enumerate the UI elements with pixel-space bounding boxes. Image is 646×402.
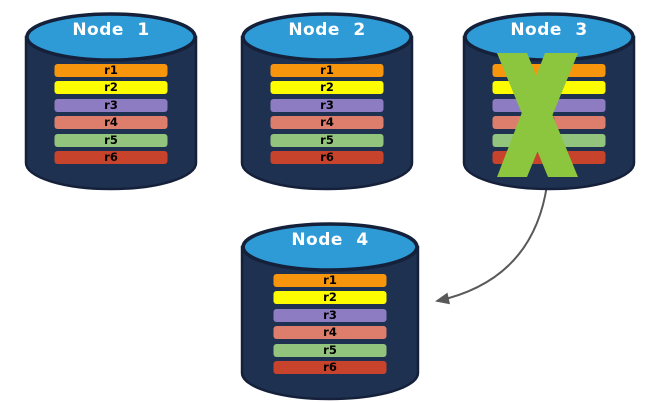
cylinder-top bbox=[241, 222, 419, 272]
replica-row: r1 bbox=[54, 63, 168, 77]
replica-row: r6 bbox=[54, 150, 168, 164]
failure-x-icon bbox=[497, 53, 578, 177]
replica-row: r1 bbox=[270, 63, 384, 77]
x-stroke bbox=[497, 53, 578, 177]
node-1-cylinder: Node 1 r1 r2 r3 r4 r5 r6 bbox=[24, 7, 198, 191]
replica-rows: r1 r2 r3 r4 r5 r6 bbox=[270, 63, 384, 164]
cylinder-top bbox=[241, 12, 413, 62]
replica-row: r5 bbox=[54, 133, 168, 147]
replica-row: r3 bbox=[273, 308, 387, 322]
node-2-cylinder: Node 2 r1 r2 r3 r4 r5 r6 bbox=[240, 7, 414, 191]
cylinder-top bbox=[25, 12, 197, 62]
replica-rows: r1 r2 r3 r4 r5 r6 bbox=[273, 273, 387, 374]
arrow-curve bbox=[435, 184, 548, 305]
replica-row: r5 bbox=[270, 133, 384, 147]
replica-row: r5 bbox=[273, 343, 387, 357]
replica-row: r6 bbox=[273, 360, 387, 374]
replica-row: r1 bbox=[273, 273, 387, 287]
replica-row: r4 bbox=[273, 325, 387, 340]
node-title: Node 4 bbox=[291, 230, 369, 250]
node-4-cylinder: Node 4 r1 r2 r3 r4 r5 r6 bbox=[240, 217, 420, 401]
node-title: Node 1 bbox=[72, 20, 150, 40]
node-title: Node 3 bbox=[510, 20, 588, 40]
replica-row: r4 bbox=[270, 115, 384, 130]
replica-row: r2 bbox=[54, 81, 168, 95]
replica-row: r2 bbox=[270, 81, 384, 95]
replica-rows: r1 r2 r3 r4 r5 r6 bbox=[54, 63, 168, 164]
replica-row: r3 bbox=[270, 98, 384, 112]
node-title: Node 2 bbox=[288, 20, 366, 40]
replica-row: r6 bbox=[270, 150, 384, 164]
replica-row: r3 bbox=[54, 98, 168, 112]
replica-row: r2 bbox=[273, 291, 387, 305]
replica-row: r4 bbox=[54, 115, 168, 130]
